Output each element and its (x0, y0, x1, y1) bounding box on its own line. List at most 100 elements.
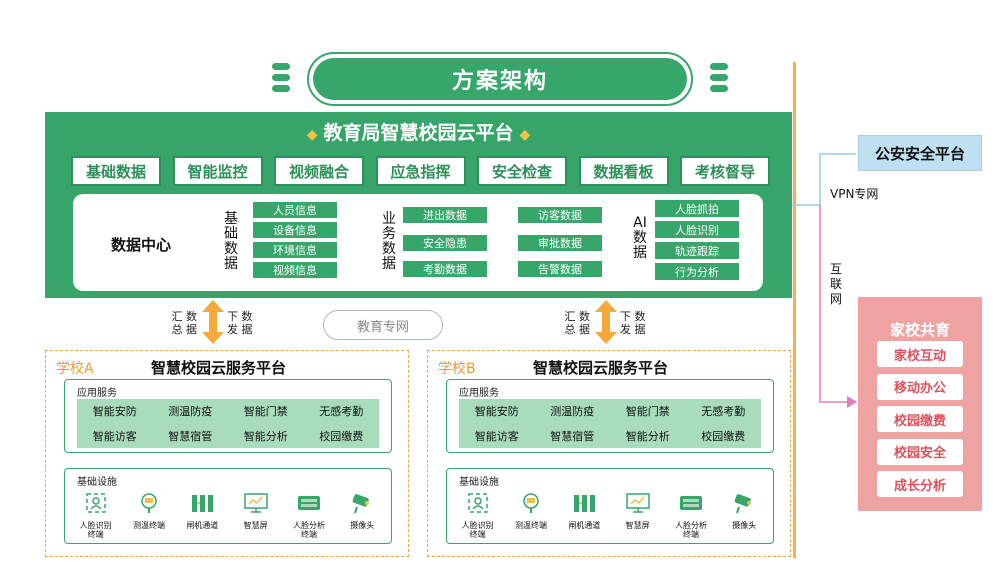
header-title-frame: 方案架构 (307, 52, 693, 106)
business-data-chip: 进出数据 (403, 207, 487, 223)
infra-label: 摄像头 (350, 521, 375, 530)
sync-up-label: 汇 数总 据 (564, 310, 591, 336)
infra-label: 人脸识别终端 (461, 521, 494, 539)
family-item: 移动办公 (877, 373, 963, 400)
app-item: 无感考勤 (701, 405, 746, 419)
app-item: 智慧宿管 (168, 429, 213, 443)
infra-item: 人脸分析终端 (664, 491, 717, 539)
family-item: 校园缴费 (877, 406, 963, 432)
infra-item: 人脸分析终端 (282, 491, 335, 539)
app-services: 应用服务智能安防测温防疫智能门禁无感考勤智能访客智慧宿管智能分析校园缴费 (64, 379, 392, 453)
app-item: 智能分析 (625, 429, 670, 443)
page-title: 方案架构 (313, 58, 687, 100)
business-data-chip: 安全隐患 (403, 235, 487, 251)
sync-down-label: 下 数发 据 (227, 310, 253, 336)
internet-label: 互联网 (829, 262, 842, 306)
infrastructure-label: 基础设施 (77, 477, 117, 488)
internet-connector (819, 205, 858, 408)
header-decoration-right (710, 63, 728, 92)
education-network-cloud: 教育专网 (323, 310, 443, 340)
infra-label: 测温终端 (514, 521, 547, 530)
sync-down-label: 下 数发 据 (620, 310, 646, 336)
business-data-chip: 审批数据 (518, 235, 602, 251)
module-6: 考核督导 (680, 156, 770, 186)
data-center: 数据中心 基础数据人员信息设备信息环境信息视频信息业务数据进出数据访客数据安全隐… (73, 194, 763, 291)
app-item: 智能门禁 (625, 405, 670, 419)
base-data-chip: 视频信息 (253, 262, 337, 278)
app-grid: 智能安防测温防疫智能门禁无感考勤智能访客智慧宿管智能分析校园缴费 (459, 399, 761, 448)
face-terminal-icon (83, 491, 109, 519)
vpn-connector (792, 153, 856, 206)
app-item: 智能安防 (474, 405, 519, 419)
data-center-title: 数据中心 (111, 236, 172, 254)
sync-arrow-icon (595, 300, 617, 344)
app-item: 无感考勤 (319, 405, 364, 419)
infrastructure: 基础设施人脸识别终端 测温终端 闸机通道 智慧屏人脸分析终端 摄像头 (446, 468, 774, 544)
infra-item: 智慧屏 (229, 491, 282, 530)
base-data-chip: 设备信息 (253, 222, 337, 238)
diamond-icon: ◆ (306, 127, 318, 143)
app-services-label: 应用服务 (77, 388, 117, 399)
sync-arrow (202, 300, 224, 348)
family-item: 校园安全 (877, 438, 963, 465)
analysis-terminal-icon (296, 491, 322, 519)
infra-item: 闸机通道 (176, 491, 229, 530)
vpn-label: VPN专网 (830, 187, 879, 201)
camera-icon (349, 491, 375, 519)
app-services: 应用服务智能安防测温防疫智能门禁无感考勤智能访客智慧宿管智能分析校园缴费 (446, 379, 774, 453)
module-0: 基础数据 (71, 156, 161, 186)
header-decoration-left (272, 63, 290, 92)
bureau-platform-title-row: ◆教育局智慧校园云平台◆ (45, 118, 792, 144)
school-title: 智慧校园云服务平台 (533, 359, 669, 377)
infra-label: 人脸分析终端 (674, 521, 707, 539)
gate-icon (189, 491, 215, 519)
group-label-base: 基础数据 (224, 211, 238, 272)
infra-item: 摄像头 (718, 491, 771, 530)
thermometer-terminal-icon (136, 491, 162, 519)
sync-arrow-icon (202, 300, 224, 344)
app-item: 校园缴费 (701, 429, 746, 443)
app-item: 测温防疫 (550, 405, 595, 419)
smart-screen-icon (625, 491, 651, 519)
family-item: 家校互动 (877, 341, 963, 367)
infra-row: 人脸识别终端 测温终端 闸机通道 智慧屏人脸分析终端 摄像头 (451, 491, 771, 539)
infra-label: 人脸分析终端 (292, 521, 325, 539)
sync-up-label: 汇 数总 据 (171, 310, 198, 336)
smart-screen-icon (243, 491, 269, 519)
app-grid: 智能安防测温防疫智能门禁无感考勤智能访客智慧宿管智能分析校园缴费 (77, 399, 379, 448)
bureau-platform-panel: ◆教育局智慧校园云平台◆ 基础数据智能监控视频融合应急指挥安全检查数据看板考核督… (45, 112, 792, 298)
app-item: 智能访客 (92, 429, 137, 443)
divider-line (793, 62, 796, 558)
app-item: 智能门禁 (243, 405, 288, 419)
infrastructure-label: 基础设施 (459, 477, 499, 488)
infra-label: 摄像头 (732, 521, 757, 530)
family-school-panel: 家校共育 家校互动移动办公校园缴费校园安全成长分析 (858, 297, 982, 511)
infra-item: 摄像头 (336, 491, 389, 530)
infra-label: 闸机通道 (568, 521, 601, 530)
infra-label: 智慧屏 (243, 521, 268, 530)
infra-item: 智慧屏 (611, 491, 664, 530)
ai-data-chip: 人脸识别 (655, 221, 739, 238)
module-5: 数据看板 (578, 156, 669, 186)
business-data-chip: 告警数据 (518, 261, 602, 277)
app-item: 测温防疫 (168, 405, 213, 419)
infra-item: 测温终端 (504, 491, 557, 530)
family-school-title: 家校共育 (889, 321, 950, 339)
school-title: 智慧校园云服务平台 (151, 359, 287, 377)
business-data-chip: 考勤数据 (403, 261, 487, 277)
sync-arrow (595, 300, 617, 348)
family-item: 成长分析 (877, 471, 963, 497)
analysis-terminal-icon (678, 491, 704, 519)
app-item: 智能安防 (92, 405, 137, 419)
module-3: 应急指挥 (375, 156, 466, 186)
ai-data-chip: 行为分析 (655, 263, 739, 280)
app-services-label: 应用服务 (459, 388, 499, 399)
thermometer-terminal-icon (518, 491, 544, 519)
base-data-chip: 环境信息 (253, 242, 337, 258)
base-data-chip: 人员信息 (253, 202, 337, 218)
school-name: 学校B (438, 361, 476, 377)
module-2: 视频融合 (274, 156, 364, 186)
